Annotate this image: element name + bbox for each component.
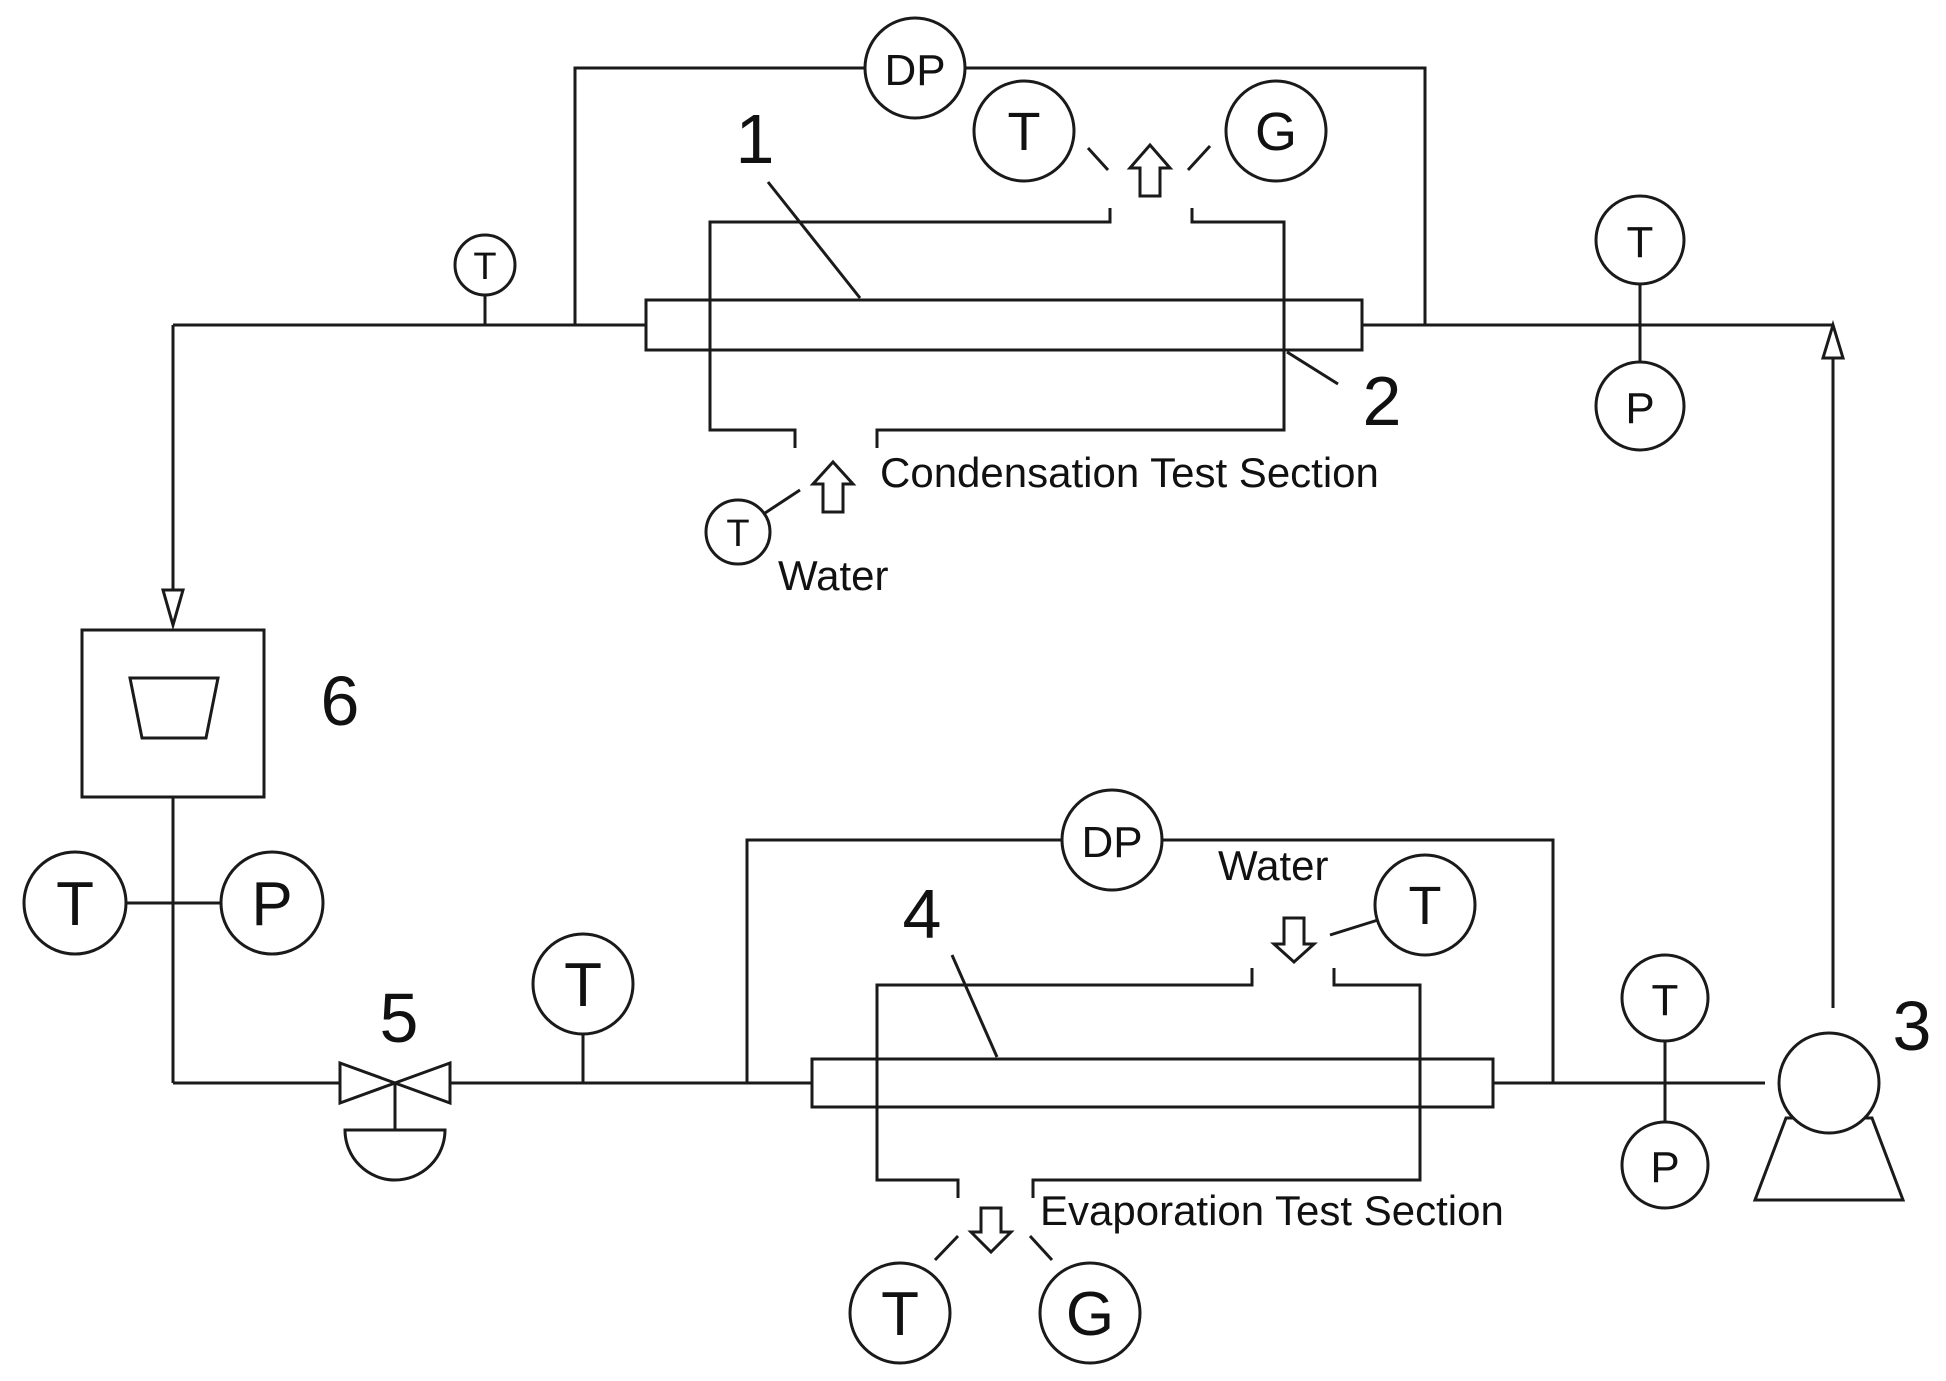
label-condensation-tube: 1 [736,100,775,178]
water-outlet-arrow-down-icon [967,1206,1015,1255]
expansion-valve [338,1060,452,1182]
flow-gauge-cond-outlet: G [1224,79,1328,183]
svg-text:T: T [56,870,94,939]
receiver-vessel-icon [128,676,220,740]
flow-gauge-evap-outlet: G [1038,1261,1142,1365]
svg-text:DP: DP [1081,818,1142,867]
label-receiver: 6 [321,662,360,740]
dp-loop-top [573,66,1427,325]
svg-text:T: T [726,513,749,555]
temperature-sensor-cond-water: T [704,498,772,566]
pump [1752,1031,1906,1202]
svg-text:T: T [564,951,602,1020]
pressure-sensor-pump-outlet: P [1594,360,1686,452]
condensation-jacket [708,208,1286,448]
label-pump: 3 [1893,987,1932,1065]
svg-text:T: T [1627,218,1654,267]
water-outlet-arrow-up-icon [1126,142,1174,198]
label-valve: 5 [380,979,419,1057]
dp-gauge-top: DP [863,16,967,120]
temperature-sensor-cond-inlet: T [453,233,517,297]
water-inlet-arrow-up-icon [809,459,857,514]
temperature-sensor-evap-outlet: T [848,1261,952,1365]
label-condensation-jacket: 2 [1363,362,1402,440]
top-pipe [171,323,1835,1008]
water-label-evaporation: Water [1218,842,1328,889]
pressure-sensor-receiver: P [219,850,325,956]
evaporation-jacket [875,968,1422,1198]
svg-text:T: T [1409,876,1442,936]
dp-gauge-bottom: DP [1060,788,1164,892]
svg-text:T: T [1652,976,1679,1025]
temperature-sensor-evap-water: T [1373,853,1477,957]
label-evaporation-tube: 4 [903,875,942,953]
flow-arrow-up-icon [1820,319,1846,360]
svg-text:G: G [1255,102,1297,162]
temperature-sensor-pump-outlet: T [1594,194,1686,286]
temperature-sensor-cond-outlet: T [972,79,1076,183]
temperature-sensor-pump-inlet: T [1620,953,1710,1043]
svg-text:T: T [881,1280,919,1349]
temperature-sensor-after-valve: T [531,932,635,1036]
svg-text:T: T [1008,102,1041,162]
water-inlet-arrow-down-icon [1270,916,1318,965]
water-label-condensation: Water [778,552,888,599]
evaporation-tube [810,1057,1495,1109]
condensation-section-caption: Condensation Test Section [880,449,1379,496]
condensation-tube [644,298,1364,352]
pressure-sensor-pump-inlet: P [1620,1120,1710,1210]
dp-loop-bottom [745,838,1555,1083]
flow-arrow-down-icon [161,588,185,631]
svg-text:P: P [1650,1143,1679,1192]
evaporation-section-caption: Evaporation Test Section [1040,1187,1504,1234]
temperature-sensor-receiver: T [22,850,128,956]
svg-text:T: T [473,246,496,288]
svg-text:G: G [1066,1280,1114,1349]
svg-text:P: P [251,870,292,939]
svg-text:P: P [1625,384,1654,433]
svg-text:DP: DP [884,46,945,95]
